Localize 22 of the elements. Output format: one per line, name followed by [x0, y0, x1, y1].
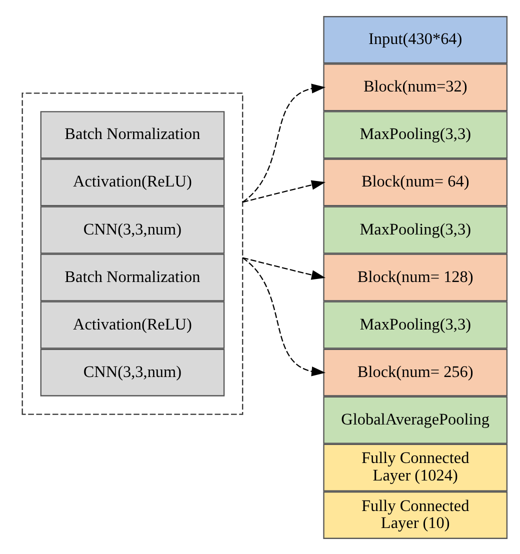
node-box: MaxPooling(3,3)	[323, 300, 508, 348]
node-box: Batch Normalization	[40, 110, 225, 158]
node-box: Fully Connected Layer (10)	[323, 490, 508, 538]
node-box: Activation(ReLU)	[40, 158, 225, 206]
node-box: Block(num= 128)	[323, 253, 508, 301]
node-box: MaxPooling(3,3)	[323, 206, 508, 254]
node-box: Activation(ReLU)	[40, 300, 225, 348]
node-box: MaxPooling(3,3)	[323, 110, 508, 158]
node-box: Input(430*64)	[323, 16, 508, 64]
node-box: Batch Normalization	[40, 253, 225, 301]
arrow	[242, 256, 326, 280]
arrow	[242, 256, 326, 376]
arrow	[242, 83, 326, 202]
cluster	[22, 92, 244, 414]
node-box: CNN(3,3,num)	[40, 206, 225, 254]
node-box: Block(num=32)	[323, 63, 508, 111]
node-box: Fully Connected Layer (1024)	[323, 443, 508, 491]
node-box: CNN(3,3,num)	[40, 348, 225, 396]
node-box: Block(num= 64)	[323, 158, 508, 206]
node-box: GlobalAveragePooling	[323, 396, 508, 444]
node-box: Block(num= 256)	[323, 348, 508, 396]
arrow	[242, 180, 326, 202]
